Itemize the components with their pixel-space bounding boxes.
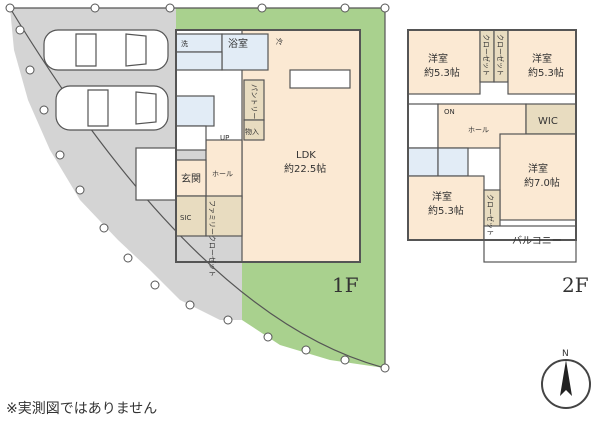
storage-room <box>243 119 265 141</box>
wic-room <box>525 103 577 135</box>
floor-2f-label: 2F <box>562 273 589 297</box>
hall-2f-label: ホール <box>468 126 489 134</box>
wash-room-2 <box>175 51 223 71</box>
bath-label: 浴室 <box>228 37 248 50</box>
room-b-label: 洋室 <box>532 52 552 65</box>
boundary-posts <box>5 3 390 373</box>
closet-1-label: クローゼット <box>482 34 491 76</box>
room-b-size: 約5.3帖 <box>528 66 564 79</box>
room-c-label: 洋室 <box>528 162 548 175</box>
kitchen-counter <box>289 69 351 89</box>
room-a-label: 洋室 <box>428 52 448 65</box>
room-a-size: 約5.3帖 <box>424 66 460 79</box>
toilet-2f <box>407 147 439 177</box>
house-2f <box>407 29 577 263</box>
balcony-label: バルコニー <box>512 235 562 247</box>
disclaimer-note: ※実測図ではありません <box>6 401 158 417</box>
wash-label: 洗 <box>181 39 188 48</box>
floor-1f-label: 1F <box>332 273 359 297</box>
family-closet-label: ファミリークローゼット <box>208 200 217 277</box>
stairs-1f <box>175 125 207 151</box>
balcony <box>483 225 577 263</box>
wic-label: WIC <box>538 116 558 127</box>
sic-label: SIC <box>180 214 192 222</box>
ldk-label: LDK <box>296 150 316 161</box>
porch <box>135 147 177 201</box>
outer-wall-1f <box>175 29 361 263</box>
closet-3-label: クローゼット <box>486 194 495 236</box>
hall-label-1f: ホール <box>212 170 233 178</box>
pantry-label: パントリー <box>250 84 258 119</box>
family-closet-room <box>205 195 243 237</box>
car-1 <box>43 29 169 71</box>
bath-room <box>221 33 269 71</box>
on-label: ON <box>444 108 455 116</box>
labels-2f: 洋室 約5.3帖 クローゼット クローゼット 洋室 約5.3帖 ホール ON W… <box>424 34 589 297</box>
lawn <box>176 8 385 368</box>
storage-label: 物入 <box>245 127 259 136</box>
stairs-2f <box>407 103 439 149</box>
room-d-size: 約5.3帖 <box>428 204 464 217</box>
compass: N <box>541 349 591 409</box>
room-c <box>499 133 577 221</box>
hall-1f <box>205 139 243 199</box>
labels-1f: 洗 浴室 冷 LDK 約22.5帖 パントリー 物入 ホール 玄関 SIC ファ… <box>180 37 359 297</box>
house-1f <box>135 29 361 263</box>
room-c-size: 約7.0帖 <box>524 176 560 189</box>
room-d-label: 洋室 <box>432 190 452 203</box>
car-2 <box>55 85 169 131</box>
compass-north-label: N <box>562 349 569 359</box>
room-d <box>407 175 485 241</box>
toilet-room <box>175 95 215 127</box>
ldk-size-label: 約22.5帖 <box>284 162 326 175</box>
closet-2-label: クローゼット <box>496 34 505 76</box>
site-1f <box>5 3 390 373</box>
outer-wall-2f <box>407 29 577 241</box>
compass-needle-icon <box>560 360 572 396</box>
wash-2f <box>437 147 469 177</box>
entrance-label: 玄関 <box>181 172 201 185</box>
up-label: UP <box>220 134 229 142</box>
wc-label: 冷 <box>276 37 283 46</box>
